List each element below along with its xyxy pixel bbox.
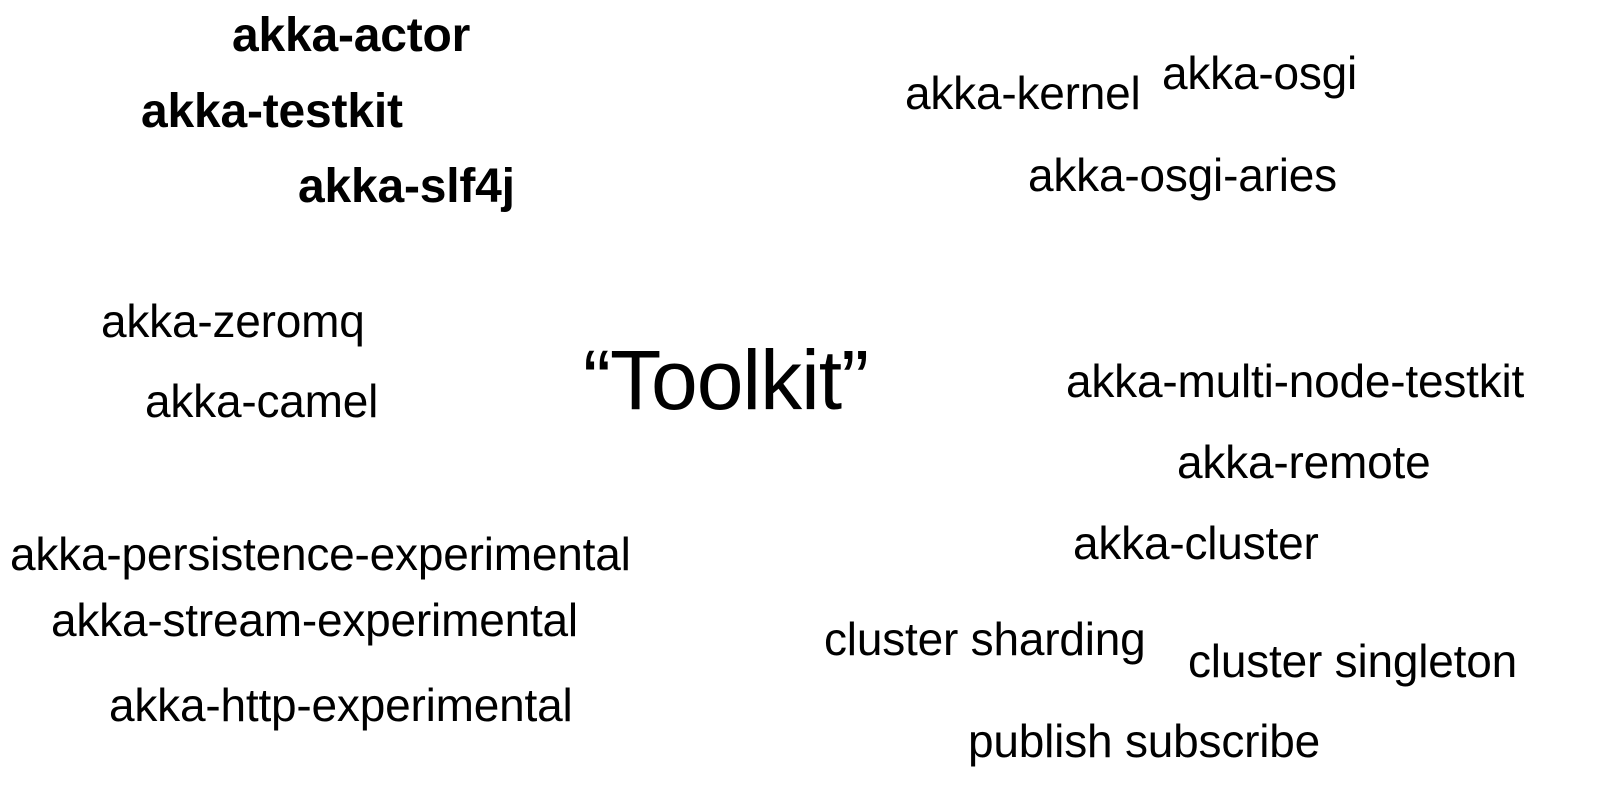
module-akka-kernel: akka-kernel xyxy=(905,67,1141,119)
module-akka-slf4j: akka-slf4j xyxy=(298,160,515,213)
module-akka-http-experimental: akka-http-experimental xyxy=(109,679,573,731)
module-akka-actor: akka-actor xyxy=(232,9,471,62)
module-akka-zeromq: akka-zeromq xyxy=(101,295,365,347)
module-akka-camel: akka-camel xyxy=(145,375,379,427)
center-title: “Toolkit” xyxy=(583,333,869,427)
module-akka-cluster: akka-cluster xyxy=(1073,517,1319,569)
feature-publish-subscribe: publish subscribe xyxy=(968,715,1321,767)
module-akka-persistence-experimental: akka-persistence-experimental xyxy=(10,528,631,580)
module-akka-osgi-aries: akka-osgi-aries xyxy=(1028,149,1337,201)
module-akka-testkit: akka-testkit xyxy=(141,85,403,138)
module-akka-stream-experimental: akka-stream-experimental xyxy=(51,594,578,646)
feature-cluster-singleton: cluster singleton xyxy=(1188,635,1517,687)
module-akka-osgi: akka-osgi xyxy=(1162,47,1358,99)
module-akka-multi-node-testkit: akka-multi-node-testkit xyxy=(1066,355,1525,407)
module-akka-remote: akka-remote xyxy=(1177,436,1431,488)
feature-cluster-sharding: cluster sharding xyxy=(824,613,1146,665)
